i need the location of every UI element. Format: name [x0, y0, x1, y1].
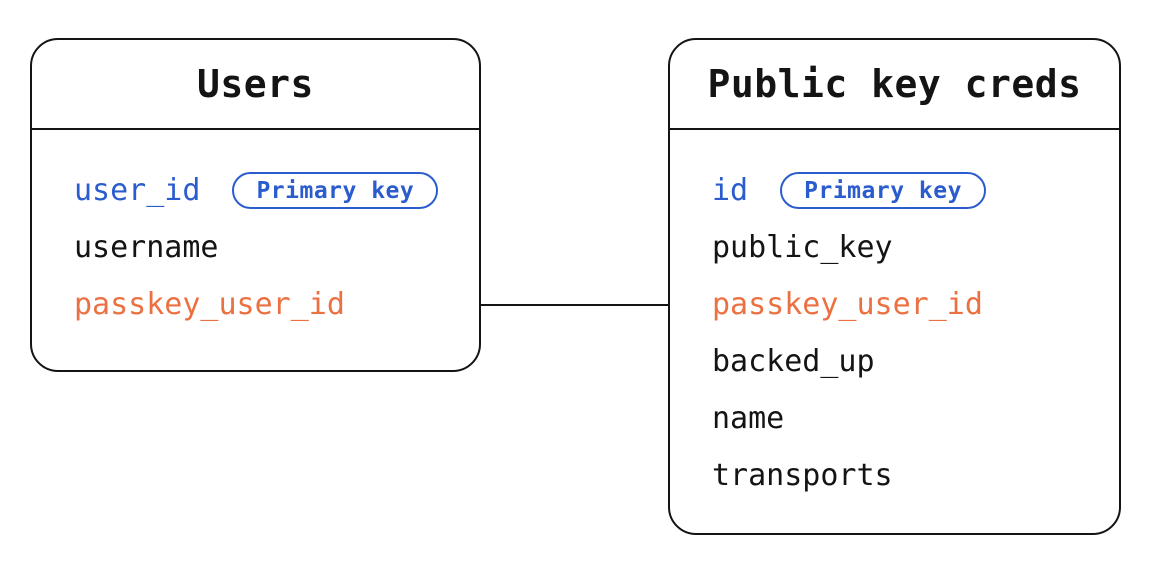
field-label: transports	[712, 458, 893, 493]
field-label: passkey_user_id	[712, 287, 983, 322]
primary-key-badge: Primary key	[232, 172, 439, 209]
field-row-id: id Primary key	[712, 162, 1119, 219]
field-label: passkey_user_id	[74, 287, 345, 322]
field-row-backed-up: backed_up	[712, 333, 1119, 390]
field-row-user-id: user_id Primary key	[74, 162, 479, 219]
field-row-name: name	[712, 390, 1119, 447]
table-title-users: Users	[32, 40, 479, 130]
field-label: name	[712, 401, 785, 436]
field-row-transports: transports	[712, 447, 1119, 504]
field-label: username	[74, 230, 219, 265]
primary-key-badge: Primary key	[780, 172, 986, 209]
table-node-public-key-creds: Public key creds id Primary key public_k…	[668, 38, 1121, 535]
field-row-public-key: public_key	[712, 219, 1119, 276]
table-fields-public-key-creds: id Primary key public_key passkey_user_i…	[670, 130, 1119, 504]
table-node-users: Users user_id Primary key username passk…	[30, 38, 481, 372]
field-label: backed_up	[712, 344, 875, 379]
relation-line	[481, 304, 668, 306]
table-fields-users: user_id Primary key username passkey_use…	[32, 130, 479, 333]
field-row-passkey-user-id: passkey_user_id	[74, 276, 479, 333]
table-title-public-key-creds: Public key creds	[670, 40, 1119, 130]
field-row-passkey-user-id: passkey_user_id	[712, 276, 1119, 333]
field-label: user_id	[74, 173, 201, 208]
field-label: id	[712, 173, 749, 208]
field-row-username: username	[74, 219, 479, 276]
field-label: public_key	[712, 230, 893, 265]
